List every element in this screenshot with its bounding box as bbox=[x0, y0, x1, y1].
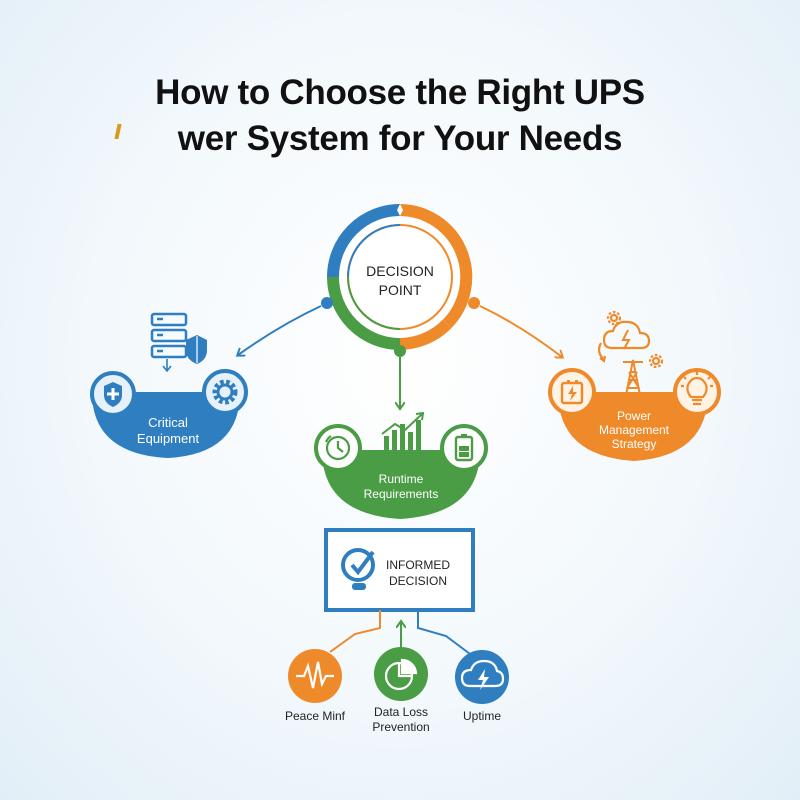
informed-decision-label-1: INFORMED bbox=[386, 558, 450, 572]
clock-icon bbox=[324, 435, 351, 461]
decision-point-label-1: DECISION bbox=[366, 263, 434, 279]
connector-dot-blue bbox=[321, 297, 333, 309]
battery-charging-icon bbox=[560, 380, 584, 405]
sparkle-icon bbox=[397, 204, 403, 216]
bar-chart-icon bbox=[381, 411, 425, 452]
decision-point-label-2: POINT bbox=[379, 282, 422, 298]
data-loss-label-1: Data Loss bbox=[374, 705, 428, 719]
informed-decision-box: INFORMED DECISION bbox=[324, 528, 475, 612]
runtime-requirements-card: Runtime Requirements bbox=[314, 411, 488, 519]
critical-equipment-label-2: Equipment bbox=[137, 431, 200, 446]
arrow-to-power-strategy bbox=[479, 305, 562, 357]
critical-equipment-card: Critical Equipment bbox=[90, 312, 248, 458]
decision-point-node: DECISION POINT bbox=[327, 204, 473, 350]
outcome-peace-of-mind: Peace Minf bbox=[285, 649, 346, 723]
checkmark-icon bbox=[341, 548, 375, 590]
uptime-label: Uptime bbox=[463, 709, 501, 723]
title-line-1: How to Choose the Right UPS bbox=[155, 73, 645, 112]
down-arrow-icon bbox=[162, 359, 172, 373]
runtime-base bbox=[322, 450, 480, 519]
connector-dot-orange bbox=[468, 297, 480, 309]
power-management-card: Power Management Strategy bbox=[548, 310, 721, 461]
arrow-to-critical-equipment bbox=[238, 305, 322, 355]
informed-decision-label-2: DECISION bbox=[389, 574, 447, 588]
pie-chart-icon bbox=[384, 658, 418, 691]
outcome-uptime: Uptime bbox=[455, 650, 509, 723]
ring-segment-orange bbox=[399, 204, 473, 329]
ring-segment-blue bbox=[327, 204, 401, 278]
data-loss-label-2: Prevention bbox=[372, 720, 429, 734]
critical-equipment-label-1: Critical bbox=[148, 415, 188, 430]
medical-cross-shield-icon bbox=[104, 382, 122, 407]
ring-segment-green bbox=[327, 276, 401, 350]
ring-segment-orange-lower bbox=[399, 319, 452, 350]
lightbulb-icon bbox=[681, 372, 713, 406]
battery-icon bbox=[454, 434, 474, 462]
power-strategy-label-2: Management bbox=[599, 423, 670, 437]
outcome-data-loss-prevention: Data Loss Prevention bbox=[372, 647, 430, 734]
power-strategy-label-1: Power bbox=[617, 409, 651, 423]
gear-icon bbox=[212, 379, 238, 405]
power-strategy-base bbox=[558, 392, 708, 461]
power-tower-icon bbox=[623, 359, 643, 396]
connector-uptime bbox=[417, 610, 471, 655]
heartbeat-icon bbox=[296, 661, 334, 689]
cloud-bolt-icon bbox=[460, 659, 505, 690]
peace-of-mind-label: Peace Minf bbox=[285, 709, 346, 723]
connector-peace-of-mind bbox=[329, 610, 381, 653]
cloud-gear-icon bbox=[597, 310, 664, 369]
title-line-2: wer System for Your Needs bbox=[177, 119, 623, 158]
connector-dot-green bbox=[394, 345, 406, 357]
server-rack-icon bbox=[150, 312, 188, 359]
runtime-label-1: Runtime bbox=[379, 472, 424, 486]
power-strategy-label-3: Strategy bbox=[612, 437, 657, 451]
runtime-label-2: Requirements bbox=[364, 487, 439, 501]
